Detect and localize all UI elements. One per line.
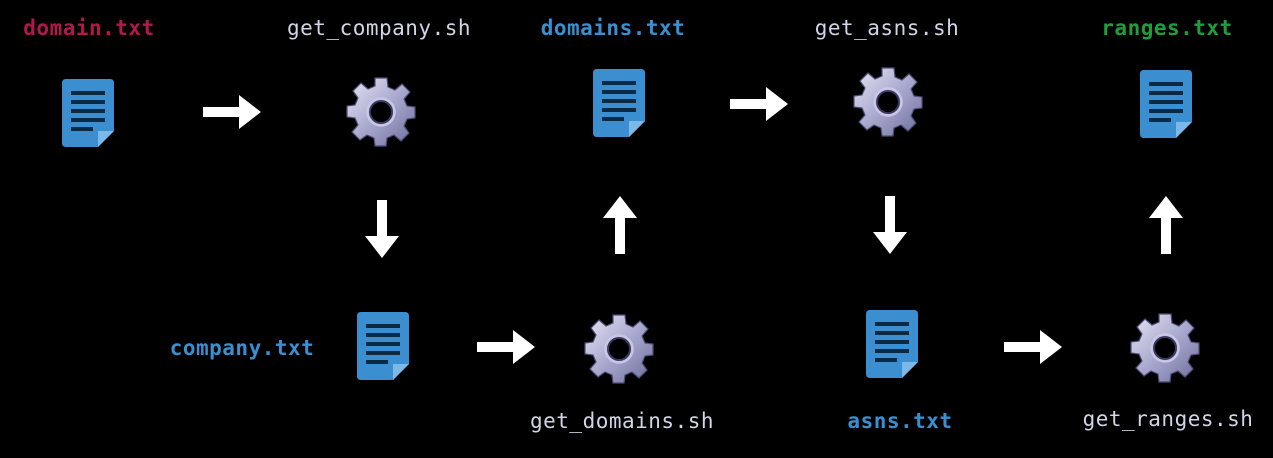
arrow-icon [1004,330,1062,364]
document-icon [1140,70,1192,138]
arrow-icon [203,95,261,129]
node-label-get-company-sh: get_company.sh [286,16,472,40]
gear-icon [1129,312,1201,384]
node-label-domain-txt: domain.txt [23,16,155,40]
document-icon [593,69,645,137]
node-label-get-ranges-sh: get_ranges.sh [1082,407,1254,431]
node-label-get-asns-sh: get_asns.sh [814,16,960,40]
document-icon [357,312,409,380]
arrow-icon [730,87,788,121]
document-icon [866,310,918,378]
gear-icon [345,76,417,148]
document-icon [62,79,114,147]
node-label-asns-txt: asns.txt [847,409,953,433]
arrow-icon [1149,196,1183,254]
gear-icon [852,66,924,138]
node-label-get-domains-sh: get_domains.sh [529,409,715,433]
arrow-icon [603,196,637,254]
node-label-ranges-txt: ranges.txt [1101,16,1233,40]
gear-icon [583,313,655,385]
node-label-domains-txt: domains.txt [540,16,686,40]
arrow-icon [477,330,535,364]
node-label-company-txt: company.txt [169,336,315,360]
arrow-icon [365,200,399,258]
arrow-icon [873,196,907,254]
